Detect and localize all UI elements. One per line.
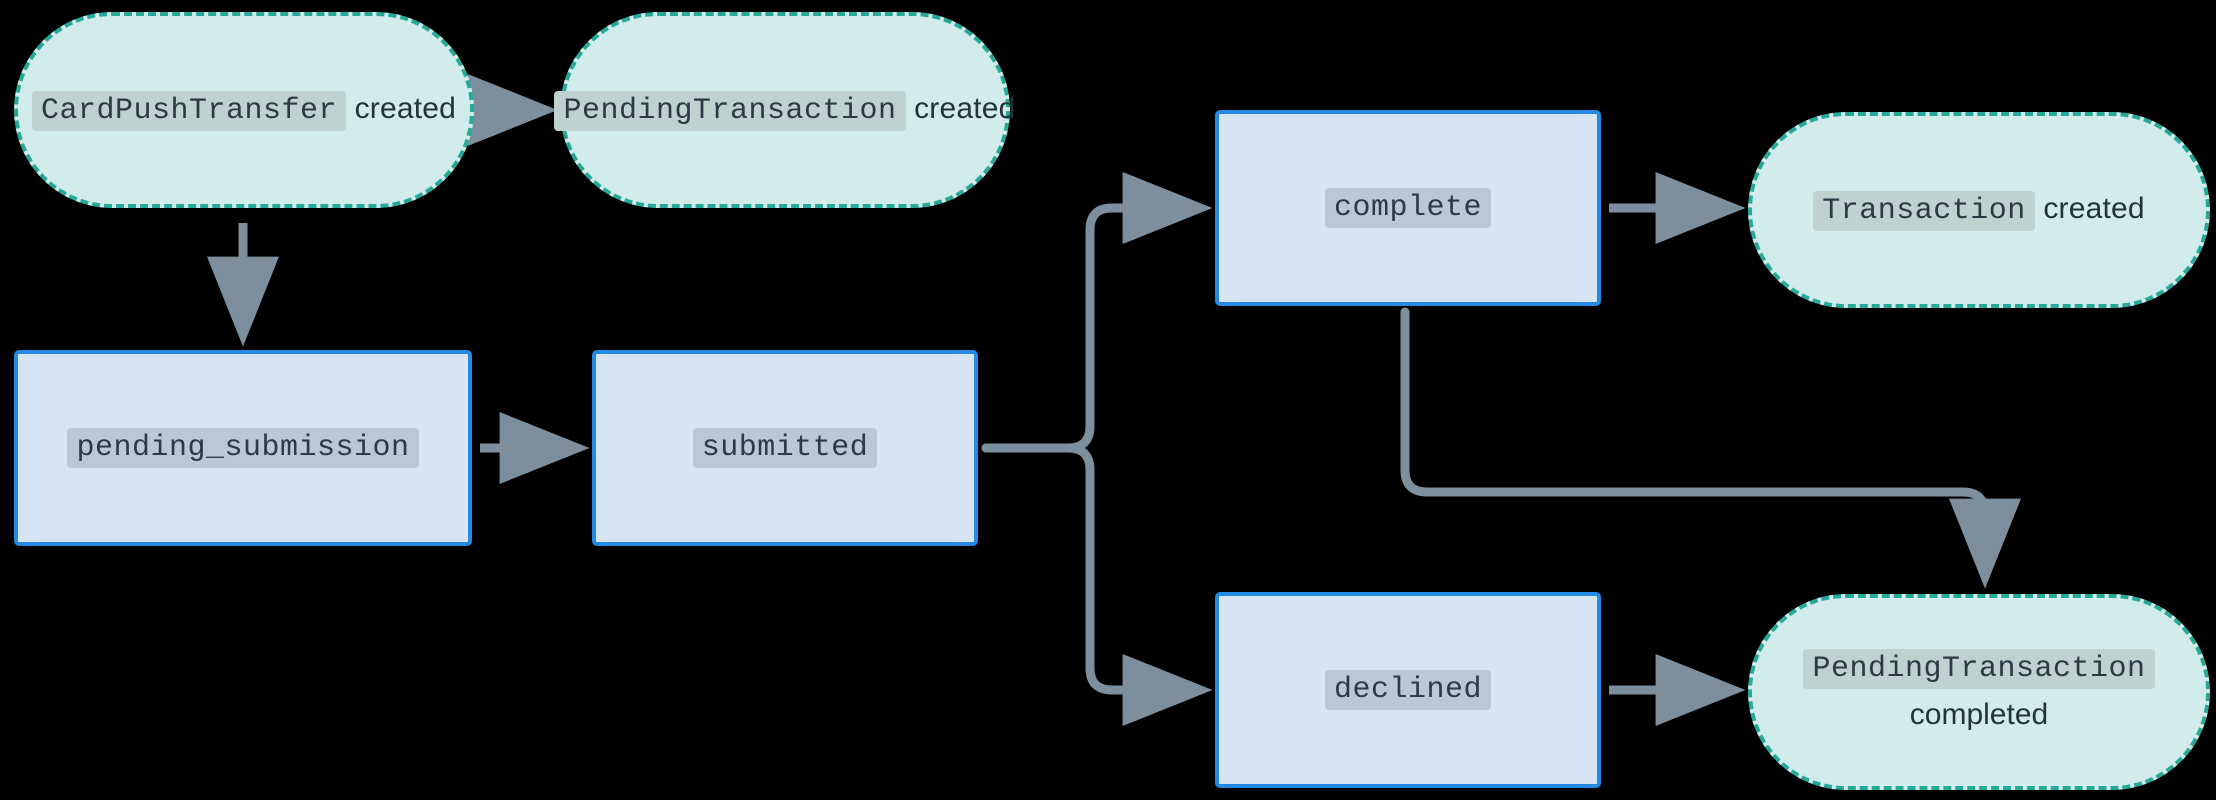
code-chip: submitted [692,427,878,468]
node-label: PendingTransaction completed [1789,648,2168,736]
code-chip: Transaction [1813,190,2035,231]
code-chip: PendingTransaction [1803,648,2155,689]
label-suffix: created [354,91,457,125]
node-pendingtransaction-created[interactable]: PendingTransaction created [554,12,1015,208]
code-chip: declined [1324,669,1492,710]
node-label: PendingTransaction created [540,89,1029,132]
node-complete[interactable]: complete [1215,110,1601,306]
node-transaction-created[interactable]: Transaction created [1748,112,2210,308]
code-chip: complete [1324,187,1492,228]
label-suffix: created [914,91,1016,125]
code-chip: CardPushTransfer [31,90,347,131]
node-label: complete [1311,187,1505,229]
node-label: submitted [679,427,892,469]
node-label: pending_submission [53,427,432,469]
code-chip: PendingTransaction [554,90,906,131]
edge-complete-to-pendingtransaction-completed [1400,307,2021,589]
node-label: CardPushTransfer created [18,89,470,132]
node-cardpushtransfer-created[interactable]: CardPushTransfer created [14,12,474,208]
label-suffix: completed [1909,698,2049,731]
node-pendingtransaction-completed[interactable]: PendingTransaction completed [1748,594,2210,790]
node-pending-submission[interactable]: pending_submission [14,350,472,546]
edge-submitted-to-complete [981,172,1213,453]
node-declined[interactable]: declined [1215,592,1601,788]
label-suffix: created [2043,191,2145,225]
code-chip: pending_submission [67,427,419,468]
node-label: declined [1311,669,1505,711]
label-text [346,92,355,125]
node-label: Transaction created [1799,189,2159,232]
node-submitted[interactable]: submitted [592,350,978,546]
edge-submitted-to-declined [981,443,1213,726]
label-text [906,92,915,125]
